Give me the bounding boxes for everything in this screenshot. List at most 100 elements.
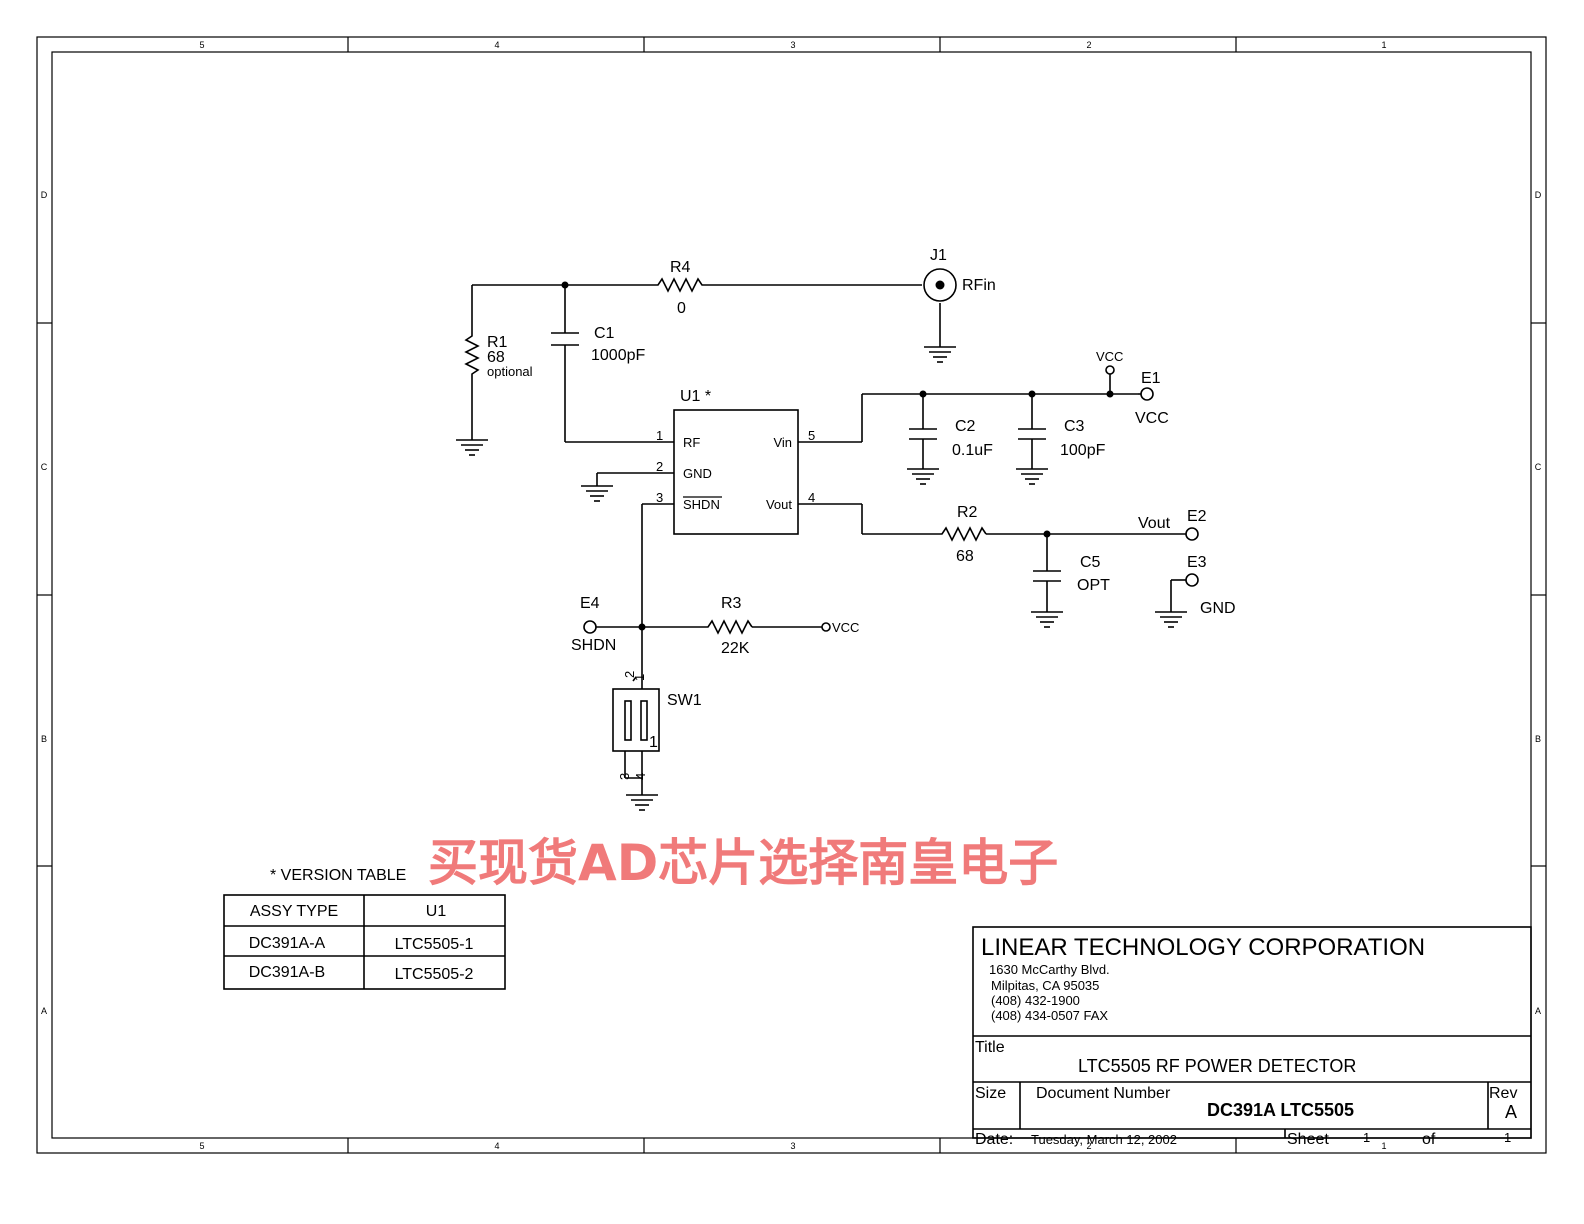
resistor-icon [464,332,480,378]
pin-number: 5 [808,428,815,443]
ref-label: C3 [1064,418,1085,435]
net-label: GND [1200,600,1236,617]
ref-label: C1 [594,325,615,342]
resistor-r3: R3 22K VCC [704,595,859,657]
watermark-text: 买现货AD芯片选择南皇电子 [428,834,1058,892]
ref-label: E3 [1187,554,1207,571]
resistor-r2: R2 68 [938,504,987,565]
ref-label: U1 * [680,388,711,405]
value-label: 0.1uF [952,442,993,459]
version-table-caption: * VERSION TABLE [270,867,406,884]
col-label-top: 1 [1381,40,1386,50]
pin-name: Vin [773,435,792,450]
table-cell: DC391A-A [249,935,326,952]
ref-label: E4 [580,595,600,612]
test-point-icon [1185,573,1199,587]
power-port-icon [1105,365,1115,375]
pin-number: 1 [632,674,647,681]
junction-dot [561,281,569,289]
ground-icon [1016,468,1048,485]
value-label: 22K [721,640,750,657]
pin-number: 3 [656,490,663,505]
terminal-e2: E2 Vout [1138,508,1207,541]
junction-dot [1028,390,1036,398]
test-point-icon [583,620,597,634]
drawing-frame [36,36,1547,1154]
pin-number: 4 [633,773,648,780]
value-label: OPT [1077,577,1110,594]
coax-connector-icon [923,268,957,302]
ground-icon [1155,611,1187,628]
vcc-tag-e1: VCC [1096,349,1123,375]
value-label: 1000pF [591,347,645,364]
junction-dot [1043,530,1051,538]
frame-row-labels: D C B A D C B A [41,190,1542,1016]
row-label-left: B [41,734,47,744]
ground-symbols [456,346,1187,811]
dip-switch-icon [612,688,660,752]
col-label-bottom: 2 [1086,1141,1091,1151]
net-label: Vout [1138,515,1171,532]
address-line: (408) 434-0507 FAX [991,1008,1108,1023]
col-label-bottom: 1 [1381,1141,1386,1151]
col-label-top: 4 [494,40,499,50]
net-label: SHDN [571,637,616,654]
pin-number: 1 [649,734,658,751]
row-label-left: A [41,1006,47,1016]
terminal-e1: E1 VCC [1135,370,1169,427]
docnum-label: Document Number [1036,1085,1171,1102]
pin-name: GND [683,466,712,481]
frame-column-labels: 5 4 3 2 1 5 4 3 2 1 [199,40,1386,1151]
ref-label: C5 [1080,554,1101,571]
resistor-r1: R1 68 optional [464,332,533,379]
pin-name: SHDN [683,497,720,512]
junction-dots [561,281,1114,631]
ref-label: E1 [1141,370,1161,387]
junction-dot [1106,390,1114,398]
row-label-right: C [1535,462,1542,472]
resistor-icon [654,277,706,293]
net-label: VCC [1096,349,1123,364]
pin-number: 4 [808,490,815,505]
ref-label: R1 [487,334,508,351]
ground-icon [456,439,488,456]
row-label-right: D [1535,190,1542,200]
drawing-title: LTC5505 RF POWER DETECTOR [1078,1056,1356,1076]
rev-label: Rev [1489,1085,1517,1102]
net-label: VCC [832,620,859,635]
junction-dot [919,390,927,398]
terminal-e4: E4 SHDN [571,595,616,654]
ref-label: E2 [1187,508,1207,525]
date-label: Date: [975,1131,1013,1148]
capacitor-c1: C1 1000pF [551,325,645,364]
pin-number: 3 [617,773,632,780]
junction-dot [638,623,646,631]
sheet-number: 1 [1363,1130,1370,1145]
resistor-r4: R4 0 [654,259,706,317]
address-line: (408) 432-1900 [991,993,1080,1008]
test-point-icon [1140,387,1154,401]
table-header: U1 [426,903,447,920]
ref-label: R4 [670,259,691,276]
value-label: 68 [956,548,974,565]
capacitor-c2: C2 0.1uF [909,418,993,459]
row-label-left: C [41,462,48,472]
pin-name: RF [683,435,700,450]
connector-j1: J1 RFin [923,247,996,302]
version-table: * VERSION TABLE ASSY TYPE U1 DC391A-A LT… [223,867,506,990]
ground-icon [1031,611,1063,628]
capacitor-c3: C3 100pF [1018,418,1106,459]
power-port-icon [821,622,831,632]
row-label-left: D [41,190,48,200]
value-label: 100pF [1060,442,1106,459]
revision: A [1505,1102,1517,1122]
ground-icon [626,794,658,811]
ref-label: SW1 [667,692,702,709]
note-label: optional [487,364,533,379]
of-label: of [1422,1131,1436,1148]
table-cell: LTC5505-2 [395,966,474,983]
sheet-total: 1 [1504,1130,1511,1145]
pin-number: 2 [656,459,663,474]
col-label-top: 2 [1086,40,1091,50]
sheet-label: Sheet [1287,1131,1329,1148]
